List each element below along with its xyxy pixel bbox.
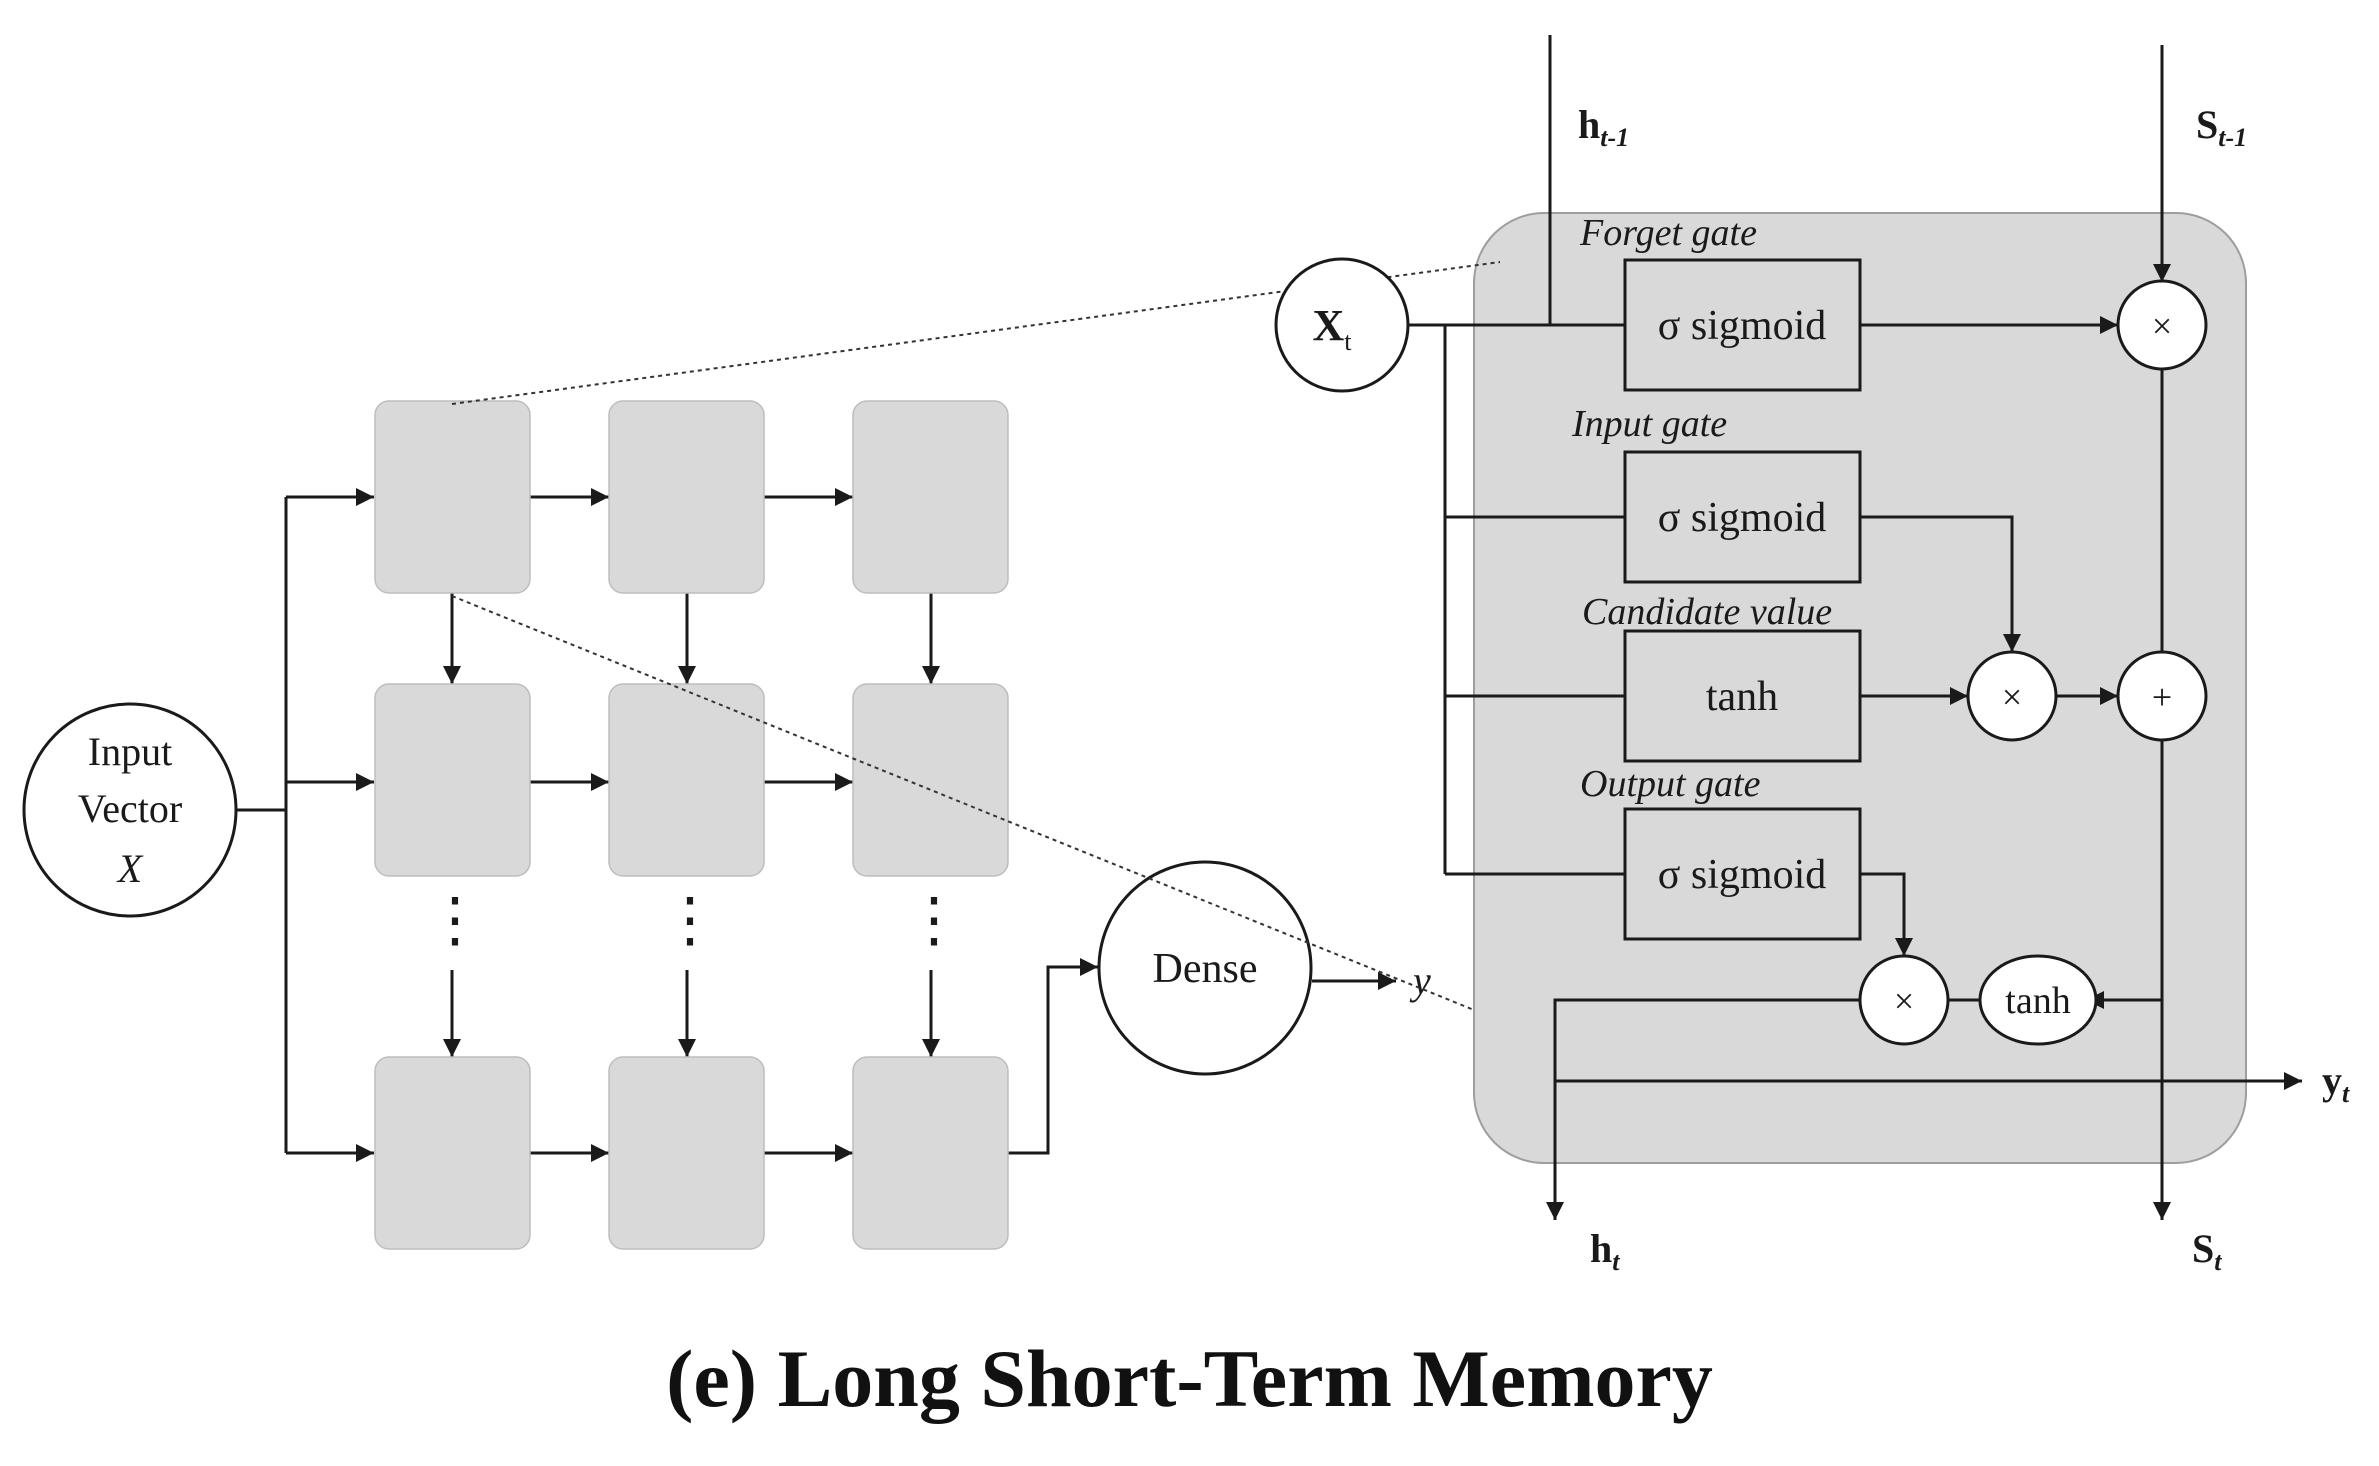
input-multiply-op: [1966, 650, 2058, 742]
ellipsis-col1: ⋮: [425, 887, 485, 953]
svg-text:yt: yt: [2322, 1058, 2350, 1108]
s-prev-sub: t-1: [2218, 123, 2247, 152]
cell-r1-c1: [374, 400, 531, 594]
candidate-label: tanh: [1706, 674, 1778, 720]
multiply-icon: ×: [1894, 981, 1914, 1021]
forget-gate-title: Forget gate: [1579, 212, 1757, 254]
forget-gate-label: σ sigmoid: [1658, 303, 1827, 349]
input-gate-label: σ sigmoid: [1658, 495, 1827, 541]
h-out-base: h: [1590, 1226, 1612, 1271]
svg-text:St: St: [2192, 1226, 2222, 1276]
h-prev-sub: t-1: [1600, 123, 1629, 152]
candidate-title: Candidate value: [1582, 591, 1832, 633]
cell-r3-c3: [852, 1056, 1009, 1250]
cell-r3-c2: [608, 1056, 765, 1250]
input-gate-box: [1623, 450, 1862, 584]
x-t-base: X: [1312, 301, 1344, 350]
input-vector-line3: X: [116, 846, 144, 891]
candidate-box: [1623, 629, 1862, 763]
tanh-op-label: tanh: [2005, 980, 2070, 1022]
s-out-base: S: [2192, 1226, 2214, 1271]
forget-gate-box: [1623, 258, 1862, 392]
cell-r2-c3: [852, 683, 1009, 877]
cell-r1-c2: [608, 400, 765, 594]
s-out-sub: t: [2214, 1247, 2222, 1276]
svg-text:ht-1: ht-1: [1578, 102, 1629, 152]
lstm-wiring: [1408, 35, 2302, 1220]
rnn-cells: [374, 400, 1009, 1250]
ellipsis-col2: ⋮: [660, 887, 720, 953]
stacked-network: [236, 488, 1396, 1162]
output-gate-title: Output gate: [1580, 763, 1761, 805]
cell-r3-c1: [374, 1056, 531, 1250]
y-out-sub: t: [2342, 1079, 2350, 1108]
h-prev-base: h: [1578, 102, 1600, 147]
cell-add-op: [2116, 650, 2208, 742]
output-multiply-op: [1858, 954, 1950, 1046]
dense-node: Dense: [1097, 860, 1313, 1076]
figure-caption: (e) Long Short-Term Memory: [666, 1333, 1713, 1424]
cell-r2-c2: [608, 683, 765, 877]
input-vector-line2: Vector: [78, 786, 182, 831]
y-out-base: y: [2322, 1058, 2342, 1103]
add-icon: +: [2152, 677, 2172, 717]
x-t-node: Xt: [1274, 257, 1410, 393]
input-vector-node: Input Vector X: [22, 702, 238, 918]
cell-r1-c3: [852, 400, 1009, 594]
dense-label: Dense: [1153, 946, 1258, 992]
multiply-icon: ×: [2002, 677, 2022, 717]
h-out-sub: t: [1612, 1247, 1620, 1276]
output-gate-label: σ sigmoid: [1658, 852, 1827, 898]
input-vector-line1: Input: [88, 729, 172, 774]
s-prev-base: S: [2196, 102, 2218, 147]
svg-text:ht: ht: [1590, 1226, 1620, 1276]
multiply-icon: ×: [2152, 306, 2172, 346]
svg-text:Xt: Xt: [1312, 301, 1352, 356]
output-gate-box: [1623, 807, 1862, 941]
ellipsis-col3: ⋮: [904, 887, 964, 953]
cell-tanh-op: [1978, 954, 2098, 1046]
forget-multiply-op: [2116, 279, 2208, 371]
dense-output-label: y: [1409, 958, 1431, 1003]
cell-r2-c1: [374, 683, 531, 877]
svg-text:St-1: St-1: [2196, 102, 2247, 152]
x-t-sub: t: [1344, 327, 1352, 356]
input-gate-title: Input gate: [1571, 403, 1727, 445]
